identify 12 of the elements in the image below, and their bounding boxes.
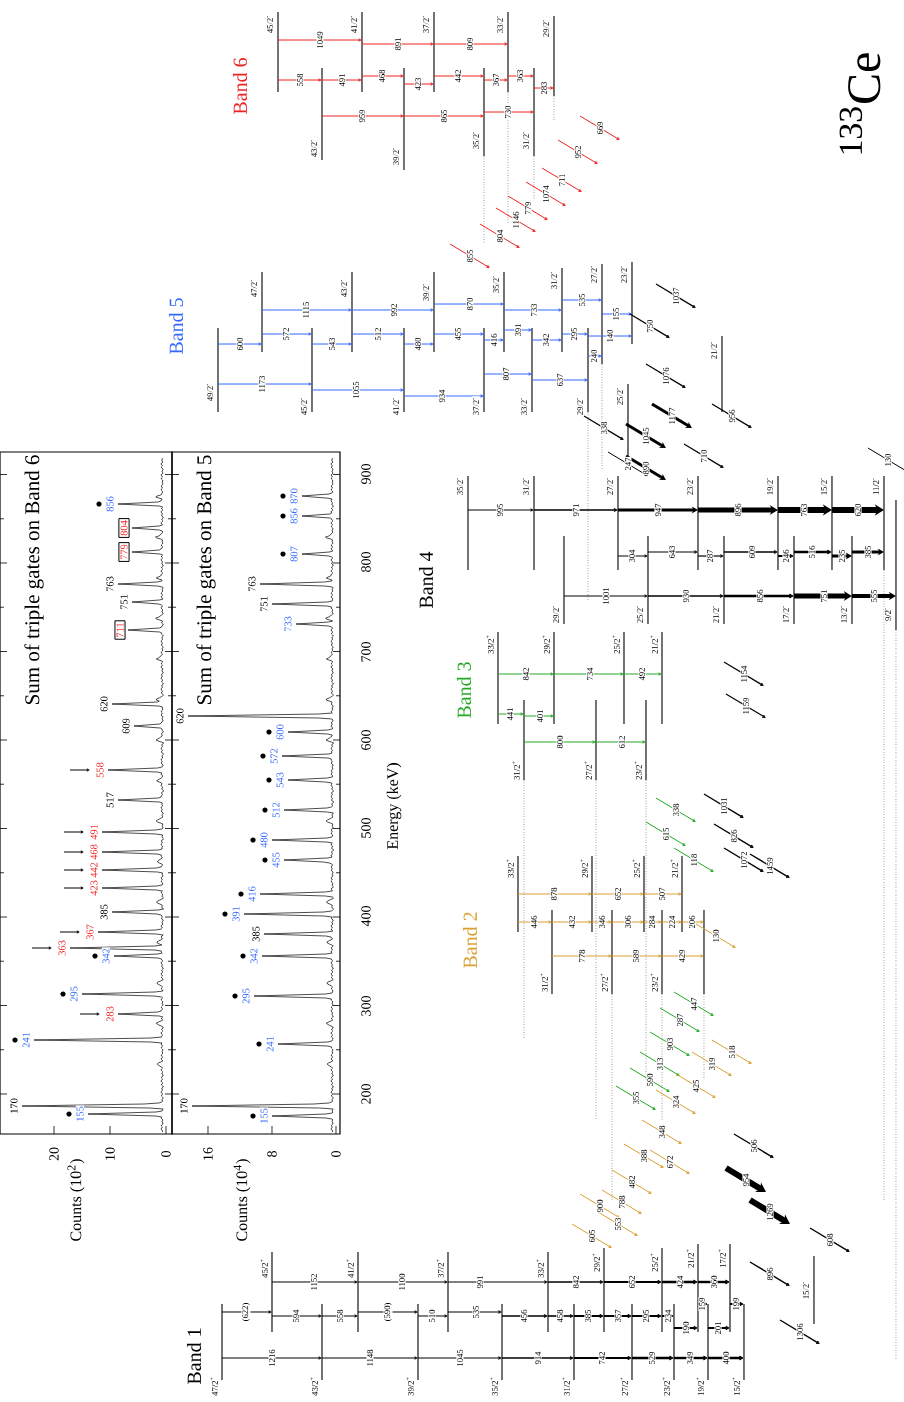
axis-title: Counts (10$^{2}$) [66,1157,86,1243]
nucleus-label: $^{133}$Ce [838,50,882,158]
axis-title: Energy (keV) [386,761,402,851]
band-label: Band 6 [232,56,248,116]
axis-title: Counts (10$^{4}$) [232,1157,252,1243]
band-label: Band 2 [462,910,478,970]
panel-title: Sum of triple gates on Band 5 [195,453,217,707]
band-label: Band 4 [418,550,434,610]
band-label: Band 1 [186,1326,202,1386]
band-label: Band 5 [168,296,184,356]
band-label: Band 3 [456,660,472,720]
panel-title: Sum of triple gates on Band 6 [23,453,45,707]
